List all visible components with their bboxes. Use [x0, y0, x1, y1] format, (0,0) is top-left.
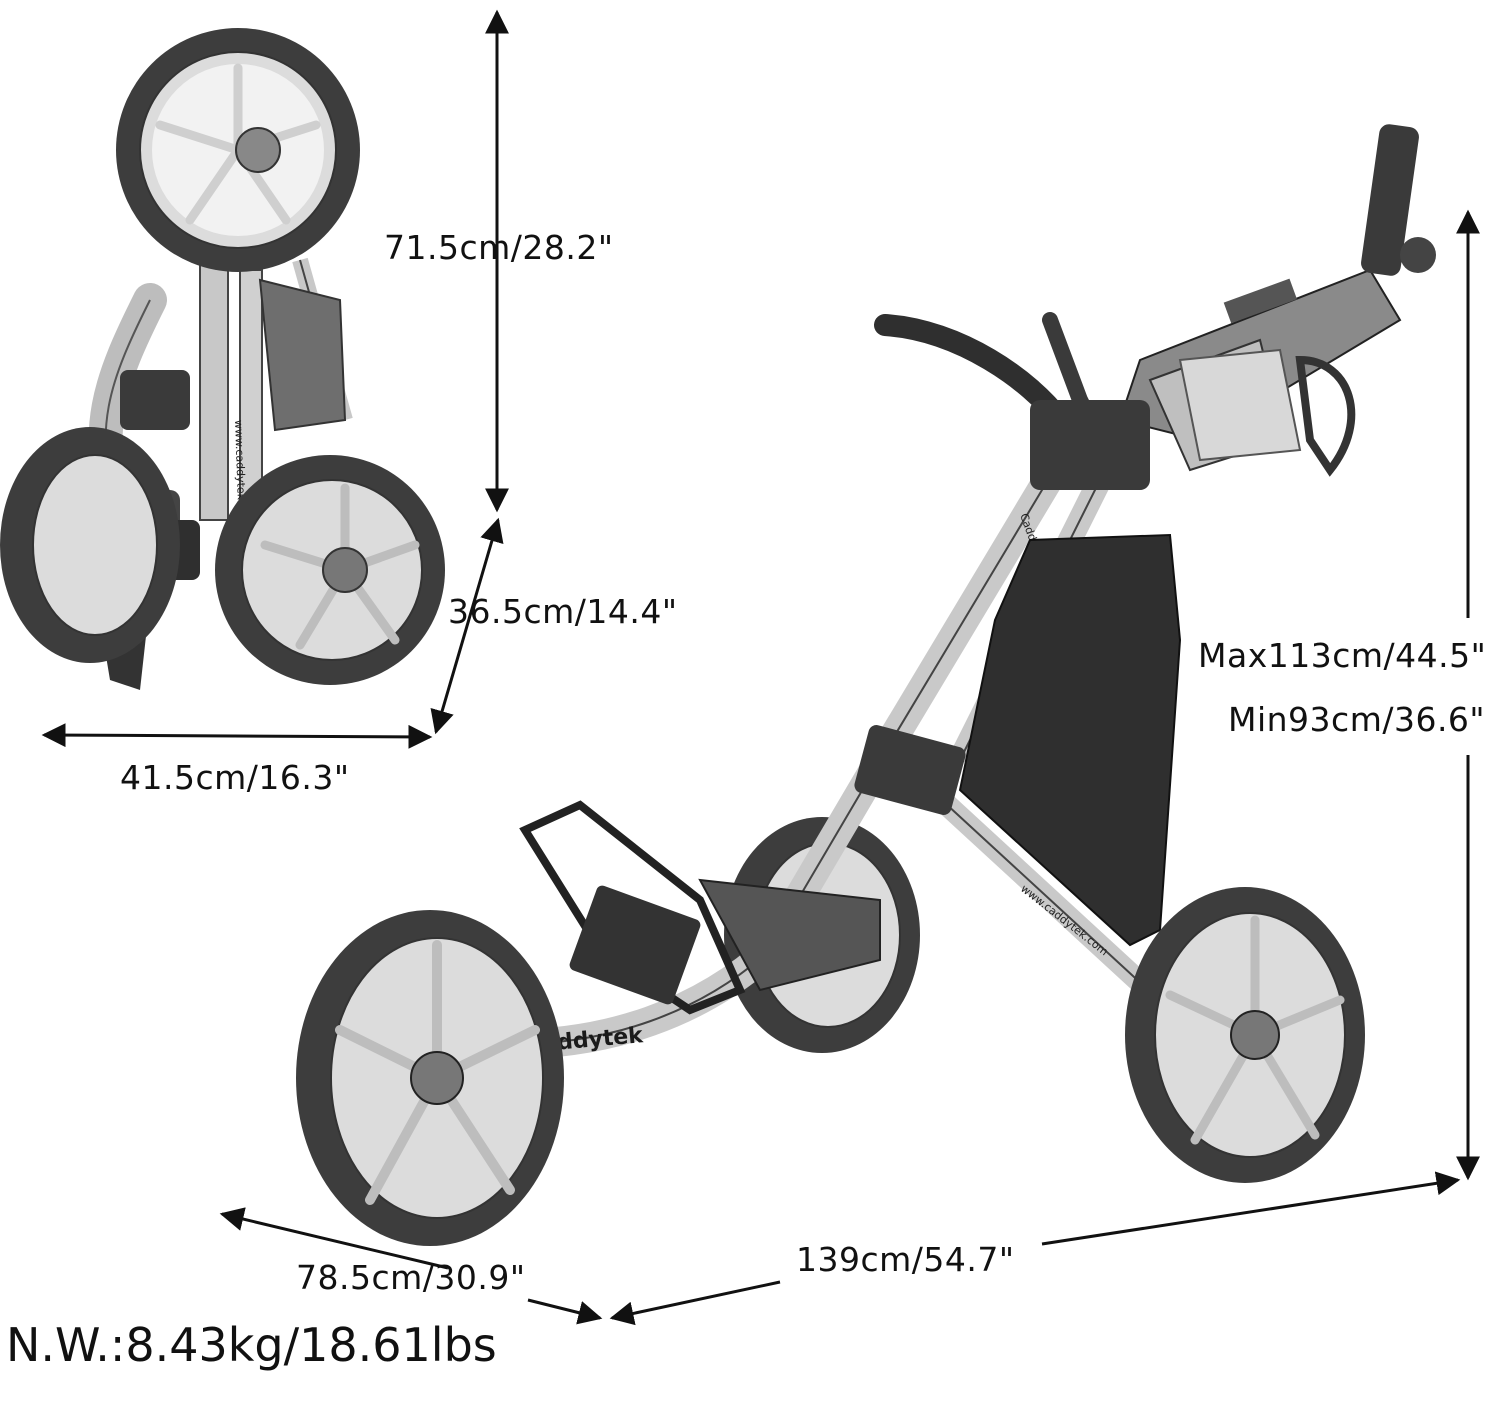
- open-length-arrow-right: [1041, 1171, 1461, 1246]
- handle-max-label: Max113cm/44.5": [1198, 636, 1487, 675]
- open-width-arrow-left: [219, 1207, 449, 1270]
- folded-height-label: 71.5cm/28.2": [384, 228, 614, 267]
- handle-min-label: Min93cm/36.6": [1228, 700, 1486, 739]
- open-width-arrow-right: [527, 1298, 603, 1325]
- open-cart: CaddyLite EZ www.caddytek.com caddytek: [296, 124, 1436, 1246]
- open-width-label: 78.5cm/30.9": [296, 1258, 526, 1297]
- net-weight-label: N.W.:8.43kg/18.61lbs: [6, 1318, 497, 1372]
- open-length-arrow-left: [609, 1280, 781, 1326]
- folded-width-label: 41.5cm/16.3": [120, 758, 350, 797]
- folded-width-arrow: [41, 723, 433, 749]
- folded-depth-arrow: [430, 517, 504, 735]
- open-length-label: 139cm/54.7": [796, 1240, 1015, 1279]
- folded-cart: www.caddytek.com: [0, 28, 445, 690]
- folded-depth-label: 36.5cm/14.4": [448, 592, 678, 631]
